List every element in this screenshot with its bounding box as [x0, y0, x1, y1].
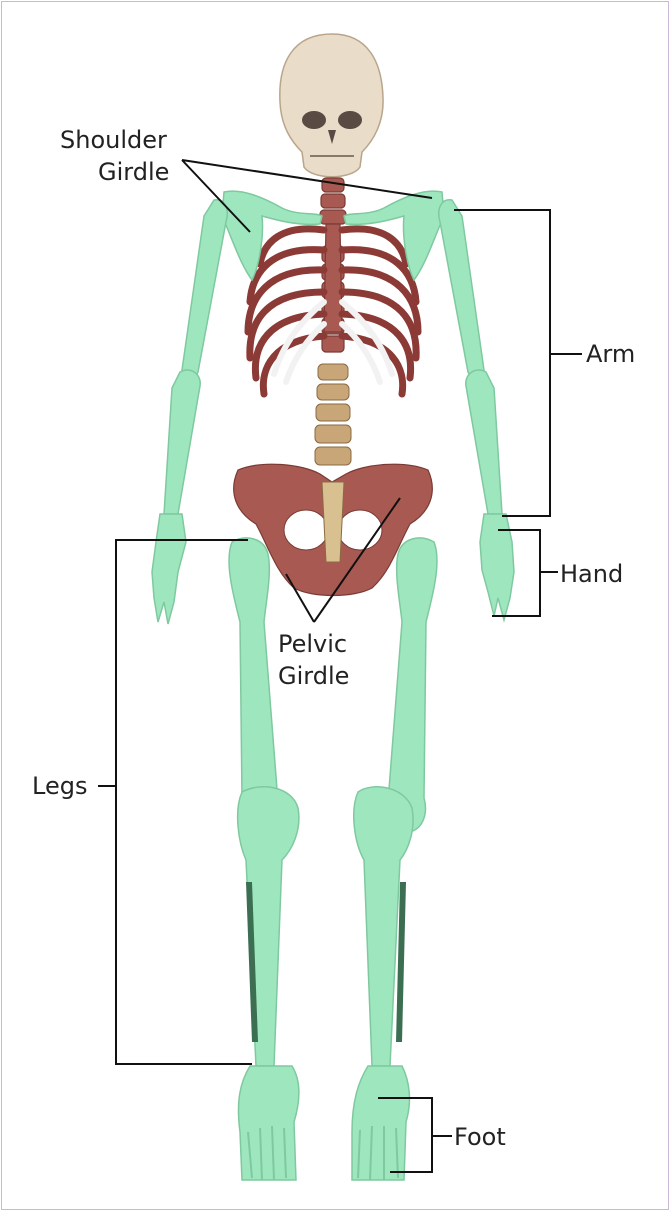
skull	[280, 34, 383, 177]
foot-bones	[238, 1066, 409, 1180]
legs-label: Legs	[32, 772, 87, 800]
shoulder-girdle-label-line1: Shoulder	[60, 126, 167, 154]
hand-label: Hand	[560, 560, 623, 588]
skeleton-illustration	[152, 34, 514, 1180]
foot-label: Foot	[454, 1123, 506, 1151]
shoulder-girdle-label-line2: Girdle	[98, 158, 169, 186]
pelvic-girdle-label-line2: Girdle	[278, 662, 349, 690]
leg-bones	[229, 538, 437, 1066]
pelvic-girdle-label-line1: Pelvic	[278, 630, 347, 658]
legs-bracket	[98, 540, 252, 1064]
arm-label: Arm	[586, 340, 635, 368]
